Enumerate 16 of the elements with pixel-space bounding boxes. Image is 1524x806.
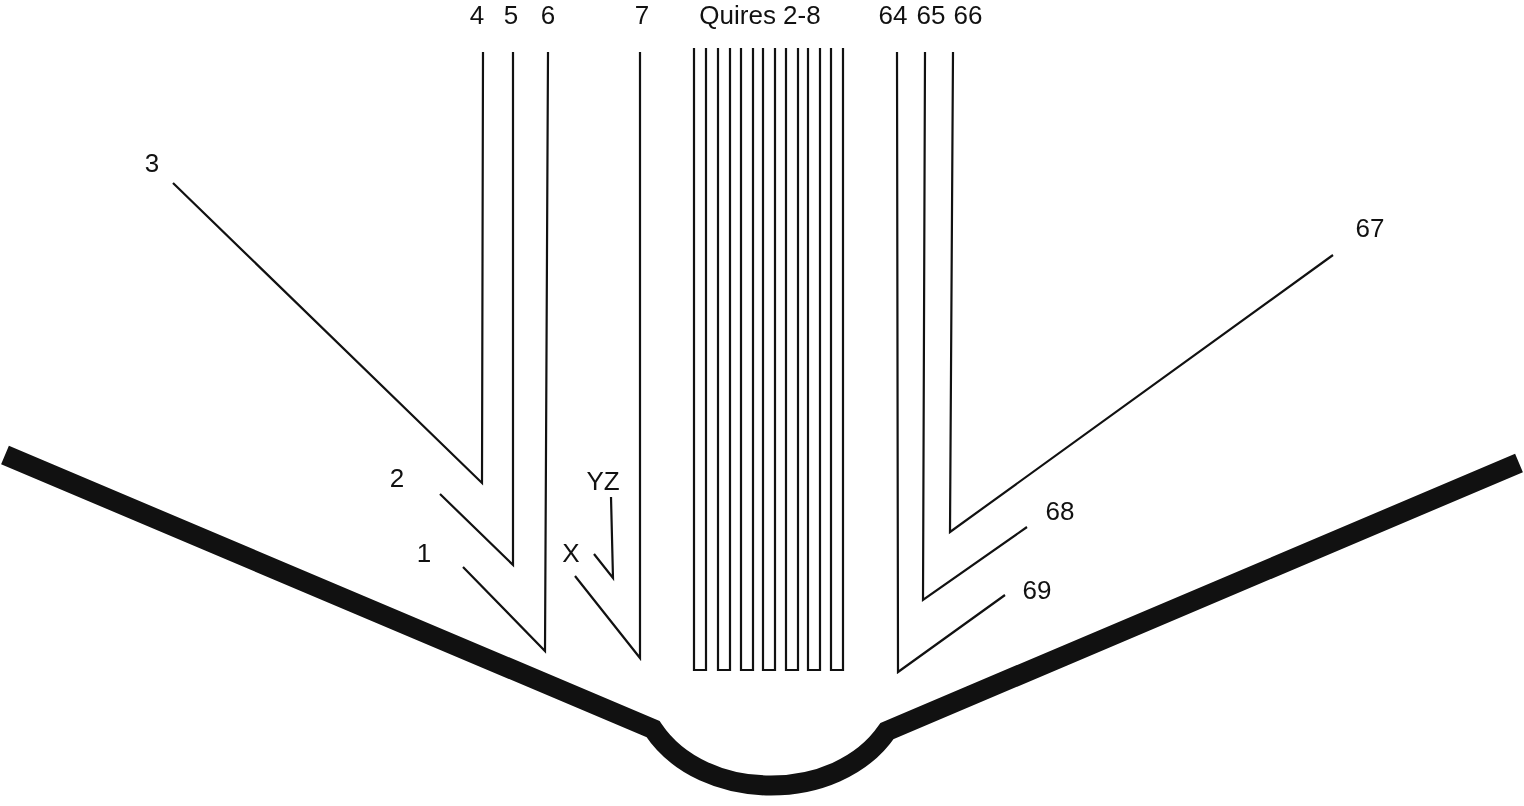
leaf-label: X	[562, 540, 580, 566]
leaf-number: 3	[144, 150, 160, 176]
leaf-number: 7	[634, 2, 650, 28]
leaf-label: YZ	[586, 468, 620, 494]
leaf-number: 2	[389, 465, 405, 491]
leaf-number: 64	[878, 2, 908, 28]
leaf-number: 6	[540, 2, 556, 28]
leaf-number: 4	[469, 2, 485, 28]
quire-label: Quires 2-8	[699, 2, 821, 28]
leaf-number: 5	[503, 2, 519, 28]
leaf-number: 65	[916, 2, 946, 28]
leaf-number: 69	[1022, 577, 1052, 603]
leaf-number: 68	[1045, 498, 1075, 524]
leaf-number: 67	[1355, 215, 1385, 241]
leaf-number: 1	[416, 540, 432, 566]
leaf-number: 66	[953, 2, 983, 28]
